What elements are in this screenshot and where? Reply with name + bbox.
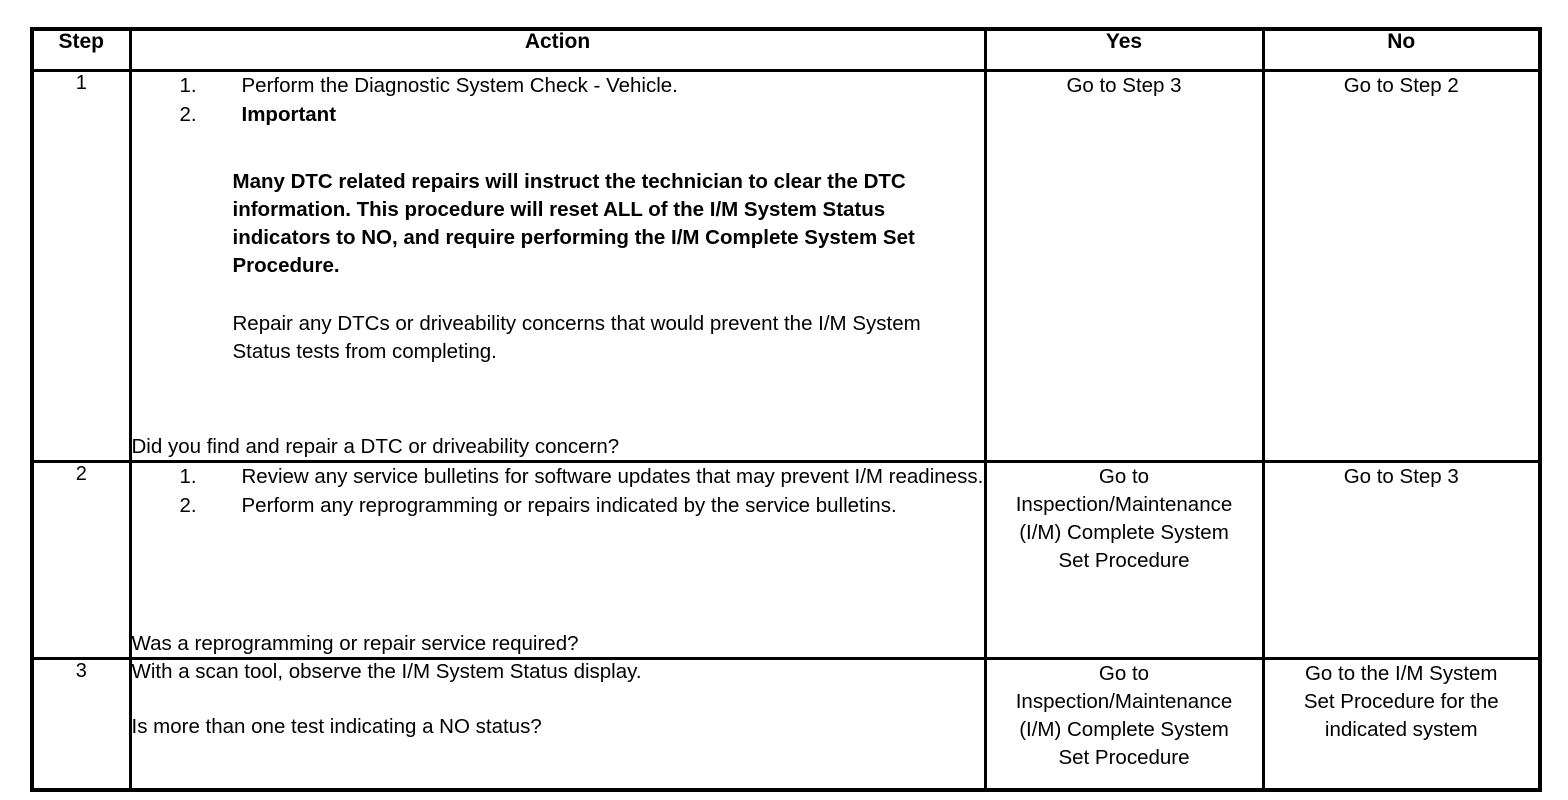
column-header-action: Action: [128, 27, 987, 72]
table-row: 2 1. Review any service bulletins for so…: [30, 460, 1542, 660]
table-row: 1 1. Perform the Diagnostic System Check…: [30, 69, 1542, 463]
action-cell: 1. Review any service bulletins for soft…: [128, 460, 987, 660]
step-number-cell: 3: [30, 657, 132, 792]
list-item-number: 2.: [179, 493, 197, 517]
column-header-yes: Yes: [983, 27, 1265, 72]
list-item-number: 1.: [179, 74, 197, 97]
action-question: Is more than one test indicating a NO st…: [131, 714, 542, 738]
yes-answer-cell: Go to Inspection/Maintenance (I/M) Compl…: [983, 657, 1265, 792]
spacer: [132, 685, 984, 715]
repair-paragraph: Repair any DTCs or driveability concerns…: [232, 312, 921, 364]
action-numbered-list: 1. Review any service bulletins for soft…: [132, 463, 984, 520]
list-item: 2. Important: [132, 101, 984, 129]
no-answer-text: Go to Step 2: [1343, 74, 1459, 97]
table-body: 1 1. Perform the Diagnostic System Check…: [30, 69, 1542, 792]
list-item: 2. Perform any reprogramming or repairs …: [132, 492, 984, 520]
step-number-cell: 1: [30, 69, 132, 463]
important-paragraph: Many DTC related repairs will instruct t…: [232, 169, 915, 277]
action-statement: With a scan tool, observe the I/M System…: [131, 660, 642, 683]
list-item-text: Perform any reprogramming or repairs ind…: [241, 493, 897, 517]
table-row: 3 With a scan tool, observe the I/M Syst…: [30, 657, 1542, 792]
column-header-no: No: [1261, 27, 1542, 72]
no-answer-text: Go to the I/M System Set Procedure for t…: [1303, 662, 1499, 742]
no-answer-cell: Go to the I/M System Set Procedure for t…: [1261, 657, 1542, 792]
yes-answer-cell: Go to Step 3: [983, 69, 1265, 463]
yes-answer-text: Go to Inspection/Maintenance (I/M) Compl…: [1015, 662, 1233, 770]
spacer: [132, 280, 984, 310]
diagnostic-procedure-table: Step Action Yes No 1 1. Perform the Diag…: [30, 27, 1542, 792]
table-header-row: Step Action Yes No: [30, 27, 1542, 72]
action-numbered-list: 1. Perform the Diagnostic System Check -…: [132, 72, 984, 129]
list-item: 1. Perform the Diagnostic System Check -…: [132, 72, 984, 100]
spacer: [132, 130, 984, 168]
action-question: Did you find and repair a DTC or driveab…: [131, 435, 620, 459]
step-number-cell: 2: [30, 460, 132, 660]
question-wrapper: Did you find and repair a DTC or driveab…: [132, 435, 984, 460]
no-answer-text: Go to Step 3: [1343, 465, 1459, 488]
question-wrapper: Was a reprogramming or repair service re…: [132, 632, 984, 657]
action-cell: 1. Perform the Diagnostic System Check -…: [128, 69, 987, 463]
column-header-step: Step: [30, 27, 132, 72]
list-item-number: 2.: [179, 102, 197, 126]
list-item: 1. Review any service bulletins for soft…: [132, 463, 984, 491]
action-cell: With a scan tool, observe the I/M System…: [128, 657, 987, 792]
action-question: Was a reprogramming or repair service re…: [131, 632, 579, 656]
no-answer-cell: Go to Step 2: [1261, 69, 1542, 463]
list-item-text: Perform the Diagnostic System Check - Ve…: [241, 74, 678, 97]
yes-answer-text: Go to Step 3: [1066, 74, 1182, 97]
list-item-text: Important: [241, 102, 337, 126]
list-item-text: Review any service bulletins for softwar…: [241, 465, 984, 488]
yes-answer-cell: Go to Inspection/Maintenance (I/M) Compl…: [983, 460, 1265, 660]
table-header: Step Action Yes No: [30, 27, 1542, 72]
yes-answer-text: Go to Inspection/Maintenance (I/M) Compl…: [1015, 465, 1233, 573]
no-answer-cell: Go to Step 3: [1261, 460, 1542, 660]
list-item-number: 1.: [179, 465, 197, 488]
